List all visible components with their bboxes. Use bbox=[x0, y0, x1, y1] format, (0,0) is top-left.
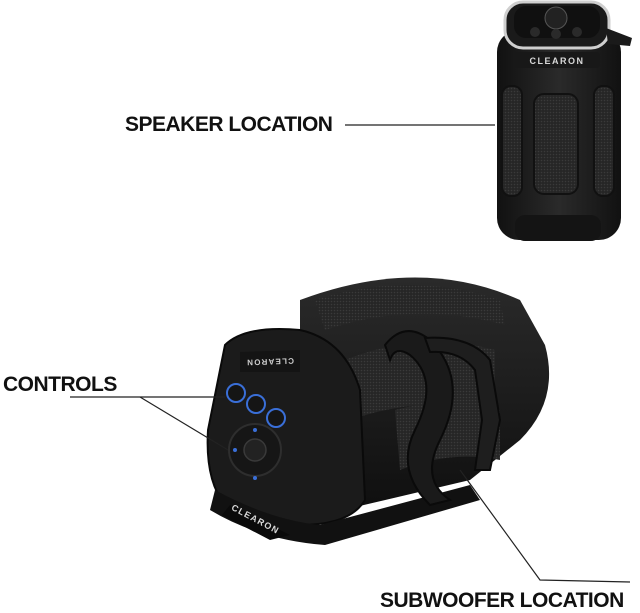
call-button-icon bbox=[266, 408, 286, 428]
upright-side-clip bbox=[606, 28, 632, 46]
upright-button-right-icon bbox=[572, 27, 582, 37]
dpad-left-indicator-icon bbox=[233, 448, 237, 452]
carry-strap-rear bbox=[423, 336, 502, 471]
subwoofer-location-label: SUBWOOFER LOCATION bbox=[380, 589, 624, 612]
controls-label: CONTROLS bbox=[3, 373, 117, 396]
horizontal-logo-tab bbox=[222, 505, 290, 540]
upright-right-grille bbox=[593, 85, 615, 197]
upright-button-mid-icon bbox=[551, 29, 561, 39]
mode-button-icon bbox=[246, 394, 266, 414]
dpad-center-button-icon bbox=[243, 438, 267, 462]
horizontal-front-face bbox=[206, 328, 367, 527]
upright-left-grille bbox=[501, 85, 523, 197]
dpad-down-indicator-icon bbox=[253, 476, 257, 480]
speaker-location-label: SPEAKER LOCATION bbox=[125, 113, 333, 136]
horizontal-side-grille-upper bbox=[345, 342, 495, 420]
horizontal-speaker bbox=[206, 277, 550, 545]
horizontal-logo-strip bbox=[240, 350, 300, 372]
subwoofer-pointer-line bbox=[459, 469, 631, 583]
dpad-up-indicator-icon bbox=[253, 428, 257, 432]
upright-center-button-icon bbox=[544, 6, 568, 30]
power-button-icon bbox=[226, 383, 246, 403]
upright-base bbox=[515, 215, 601, 241]
horizontal-top-grille bbox=[315, 285, 505, 330]
upright-speaker bbox=[497, 0, 632, 241]
upright-button-left-icon bbox=[530, 27, 540, 37]
upright-front-grille bbox=[533, 93, 579, 195]
controls-pointer-line-bottom bbox=[139, 396, 229, 451]
upright-logo-band bbox=[514, 52, 600, 68]
